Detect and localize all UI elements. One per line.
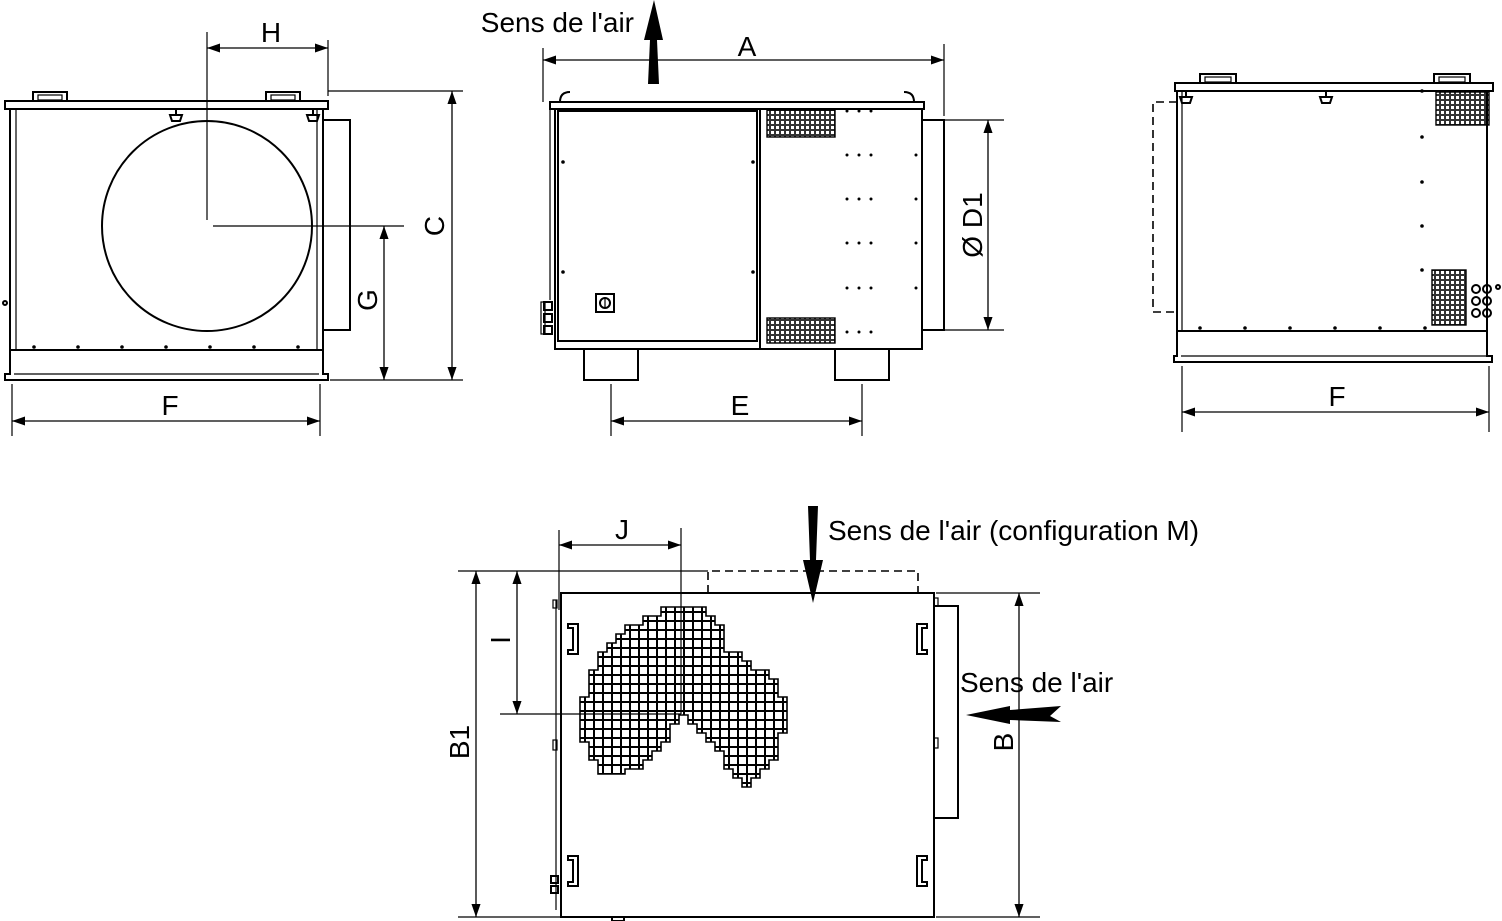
dim-label-f-left: F — [161, 390, 178, 421]
dim-label-j: J — [615, 514, 629, 545]
dim-label-a: A — [738, 31, 757, 62]
top-view: J I B1 B Sens de l'air (configuration M)… — [444, 506, 1199, 921]
top-grille — [766, 109, 836, 138]
dim-label-e: E — [731, 390, 750, 421]
air-direction-down-arrow — [803, 506, 823, 603]
back-rivets — [1198, 326, 1427, 330]
dim-label-i: I — [485, 636, 516, 644]
dim-label-g: G — [352, 289, 383, 311]
dim-label-d1: Ø D1 — [957, 192, 988, 257]
air-direction-label-config-m: Sens de l'air (configuration M) — [828, 515, 1199, 546]
dim-label-b1: B1 — [444, 725, 475, 759]
front-view: H C G F — [2, 17, 463, 436]
back-bottom-grille — [1431, 269, 1467, 326]
dim-label-f-right: F — [1328, 381, 1345, 412]
back-top-grille — [1435, 91, 1490, 126]
dim-label-c: C — [419, 216, 450, 236]
side-dot-rows — [845, 109, 918, 334]
side-view: Sens de l'air A — [481, 0, 1004, 436]
bottom-grille — [766, 317, 836, 344]
air-direction-label-top: Sens de l'air — [481, 7, 634, 38]
cable-glands — [1471, 284, 1492, 318]
air-direction-left-arrow — [966, 706, 1061, 724]
air-direction-up-arrow — [644, 0, 663, 84]
dim-label-h: H — [261, 17, 281, 48]
front-rivets — [32, 345, 300, 349]
dim-label-b: B — [988, 733, 1019, 752]
mesh-grille — [579, 606, 788, 788]
air-direction-label-side: Sens de l'air — [960, 667, 1113, 698]
back-view: F — [1152, 73, 1501, 432]
